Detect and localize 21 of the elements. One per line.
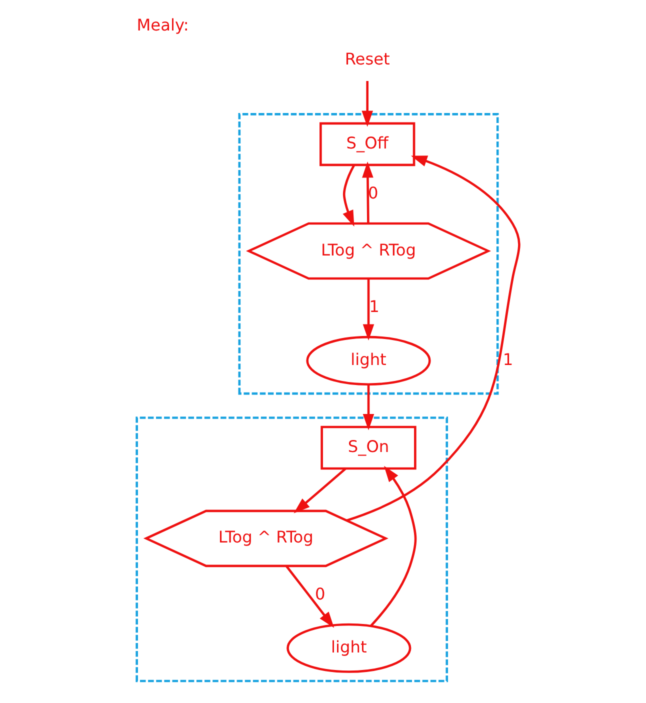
arrow <box>362 278 374 340</box>
node-ellipse: light <box>286 623 411 673</box>
cluster <box>135 416 448 682</box>
node-box: S_Off <box>319 122 415 166</box>
edge-label: 1 <box>502 350 513 369</box>
cluster <box>238 113 498 395</box>
node-ellipse: light <box>306 336 430 386</box>
arrow <box>370 466 416 627</box>
arrow <box>342 164 355 227</box>
edge-label: 0 <box>367 184 378 203</box>
arrow <box>362 162 373 224</box>
edge-label: 0 <box>314 584 325 604</box>
node-box: S_On <box>320 426 416 470</box>
arrow <box>362 384 374 430</box>
arrow <box>346 156 520 522</box>
arrow <box>293 468 346 514</box>
node-text: Reset <box>344 49 390 68</box>
arrow <box>361 81 372 127</box>
diagram-title: Mealy: <box>136 15 188 34</box>
edge-label: 1 <box>368 296 379 316</box>
arrow <box>285 565 334 628</box>
